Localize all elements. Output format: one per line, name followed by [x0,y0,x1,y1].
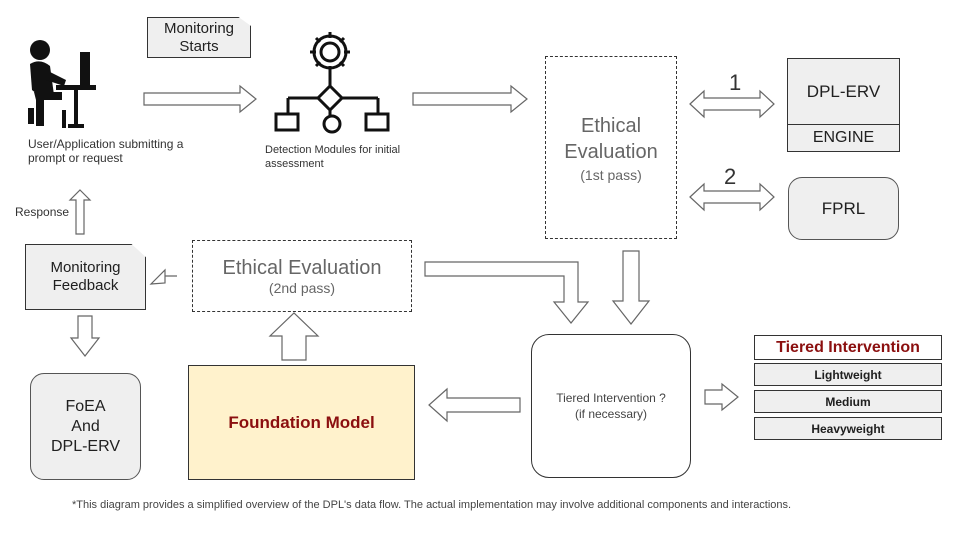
tier-medium: Medium [754,390,942,413]
foea-line2: And [71,417,100,435]
monitoring-feedback-note: Monitoring Feedback [25,244,146,310]
dpl-erv-engine-box: DPL-ERV ENGINE [787,58,900,152]
tier-heavyweight: Heavyweight [754,417,942,440]
foundation-model-box: Foundation Model [188,365,415,480]
tiered-question-line1: Tiered Intervention ? [556,391,666,405]
user-label: User/Application submitting a prompt or … [28,137,184,165]
footnote: *This diagram provides a simplified over… [72,499,792,511]
arrow-feedback-up [68,189,92,235]
monitoring-starts-note: Monitoring Starts [147,17,251,58]
double-arrow-2 [689,182,775,212]
detection-label: Detection Modules for initial assessment [265,144,401,170]
ethical-eval-1-subtitle: (1st pass) [580,166,642,183]
fprl-box: FPRL [788,177,899,240]
foea-line1: FoEA [65,397,106,415]
ethical-evaluation-1st-pass: Ethical Evaluation (1st pass) [545,56,677,239]
tier-lightweight-label: Lightweight [814,367,882,382]
ethical-eval-2-subtitle: (2nd pass) [268,280,336,296]
dpl-erv-engine-label: ENGINE [812,128,875,146]
arrow-eval2-to-tiered [424,261,590,324]
tier-medium-label: Medium [825,394,871,409]
foundation-model-label: Foundation Model [228,412,375,432]
arrow-feedback-down [69,315,101,357]
ethical-evaluation-2nd-pass: Ethical Evaluation (2nd pass) [192,240,412,312]
user-at-desk-icon [28,40,96,128]
tier-lightweight: Lightweight [754,363,942,386]
foea-dpl-erv-box: FoEA And DPL-ERV [30,373,141,480]
tier-heavyweight-label: Heavyweight [811,421,885,436]
ethical-eval-2-title: Ethical Evaluation [222,257,382,279]
tiered-intervention-question-box: Tiered Intervention ? (if necessary) [531,334,691,478]
link-number-1: 1 [729,70,742,95]
dpl-erv-title: DPL-ERV [788,59,899,125]
arrow-detection-to-eval1 [412,84,528,114]
monitoring-feedback-label: Monitoring Feedback [50,259,121,294]
fprl-label: FPRL [821,198,866,218]
arrow-tiered-to-foundation [428,387,521,423]
ethical-eval-1-title: Ethical Evaluation [564,114,658,163]
tiered-intervention-title-label: Tiered Intervention [776,338,920,356]
tiered-question-line2: (if necessary) [574,407,648,421]
arrow-eval2-to-feedback [149,268,177,285]
monitoring-starts-label: Monitoring Starts [163,19,235,55]
arrow-eval1-down [611,250,651,325]
tiered-intervention-title: Tiered Intervention [754,335,942,360]
foea-line3: DPL-ERV [50,437,121,455]
gear-flowchart-icon [274,32,390,134]
link-number-2: 2 [724,164,737,189]
response-label: Response [15,205,70,219]
arrow-tiered-to-list [704,382,739,412]
arrow-foundation-up [268,312,320,361]
arrow-user-to-detection [143,84,257,114]
double-arrow-1 [689,89,775,119]
